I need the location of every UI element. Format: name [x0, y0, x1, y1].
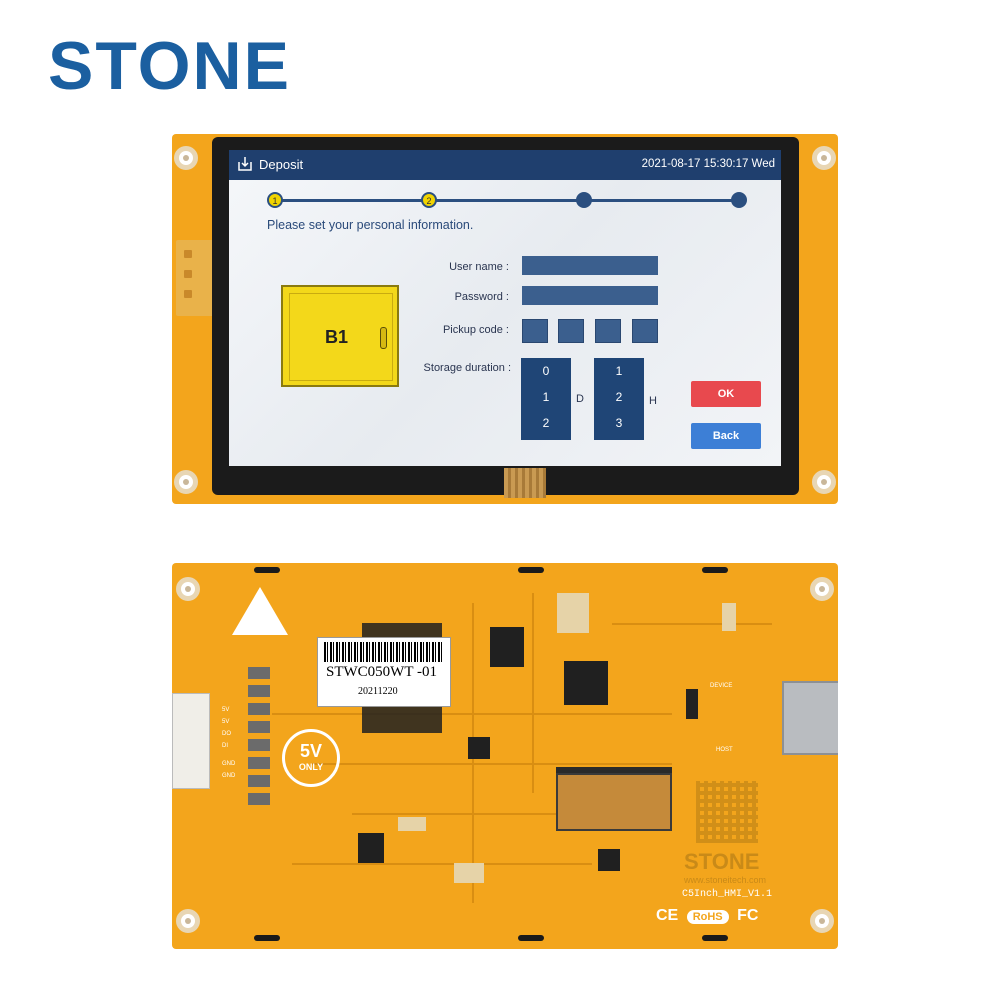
progress-line: [275, 199, 739, 202]
certification-marks: CE RoHS FC: [656, 907, 758, 925]
locker-icon: B1: [281, 285, 399, 387]
step-indicator: 2: [421, 192, 437, 208]
deposit-icon: [238, 157, 252, 171]
password-field[interactable]: [522, 286, 658, 305]
screen-title: Deposit: [259, 157, 304, 172]
screen-header: Deposit 2021-08-17 15:30:17 Wed: [229, 150, 781, 180]
barcode: [324, 642, 444, 662]
storage-duration-label: Storage duration :: [423, 362, 511, 374]
hours-roller[interactable]: 1 2 3: [594, 358, 644, 440]
mount-hole: [174, 470, 198, 494]
pin-label: 5V: [222, 719, 230, 725]
instruction-text: Please set your personal information.: [267, 218, 474, 232]
usb-port: [782, 681, 838, 755]
datetime-display: 2021-08-17 15:30:17 Wed: [641, 158, 775, 170]
roller-option: 0: [542, 364, 550, 378]
voltage-note: ONLY: [298, 762, 324, 772]
pin-label: GND: [222, 761, 236, 767]
esd-warning-icon: [232, 587, 288, 635]
step-indicator: [576, 192, 592, 208]
username-field[interactable]: [522, 256, 658, 275]
fpc-connector: [556, 767, 672, 777]
lcd-flex-cable: [556, 773, 672, 831]
roller-option: 1: [542, 390, 550, 404]
locker-label: B1: [325, 327, 349, 347]
usb-host-label: HOST: [716, 747, 733, 753]
pickup-code-digit-4[interactable]: [632, 319, 658, 343]
silk-url: www.stoneitech.com: [684, 875, 767, 885]
uart-connector: [172, 693, 210, 789]
voltage-badge: 5V ONLY: [282, 729, 340, 787]
password-label: Password :: [454, 291, 509, 303]
mount-hole: [174, 146, 198, 170]
mount-hole: [176, 909, 200, 933]
hmi-screen: Deposit 2021-08-17 15:30:17 Wed 1 2 Plea…: [229, 150, 781, 466]
mount-hole: [812, 146, 836, 170]
pickup-code-digit-1[interactable]: [522, 319, 548, 343]
days-roller[interactable]: 0 1 2: [521, 358, 571, 440]
step-indicator: 1: [267, 192, 283, 208]
ok-button[interactable]: OK: [691, 381, 761, 407]
days-unit: D: [576, 393, 584, 405]
roller-option: 3: [615, 416, 623, 430]
sticker-date: 20211220: [358, 686, 398, 697]
model-sticker: STWC050WT -01 20211220: [317, 637, 451, 707]
pin-label: 5V: [222, 707, 230, 713]
locker-handle: [380, 327, 387, 349]
roller-option: 2: [615, 390, 623, 404]
fc-mark: FC: [737, 907, 759, 924]
rohs-mark: RoHS: [686, 910, 729, 924]
touch-flex-cable: [504, 468, 546, 498]
side-connector-pad: [176, 240, 218, 316]
pickup-code-digit-2[interactable]: [558, 319, 584, 343]
pickup-code-digit-3[interactable]: [595, 319, 621, 343]
mount-hole: [176, 577, 200, 601]
pickup-code-label: Pickup code :: [442, 324, 509, 336]
pin-label: GND: [222, 773, 236, 779]
step-indicator: [731, 192, 747, 208]
silk-brand: STONE: [684, 849, 760, 874]
roller-option: 1: [615, 364, 623, 378]
pin-label: DI: [222, 743, 228, 749]
qr-code: [696, 781, 758, 843]
sticker-model: STWC050WT -01: [326, 664, 437, 680]
hours-unit: H: [649, 395, 657, 407]
mount-hole: [810, 909, 834, 933]
silk-model: C5Inch_HMI_V1.1: [682, 889, 773, 900]
username-label: User name :: [449, 261, 509, 273]
brand-logo: STONE: [48, 28, 292, 104]
pin-label: DO: [222, 731, 231, 737]
back-pcb: 5V 5V DO DI GND GND 5V ONLY STWC050WT -0…: [172, 563, 838, 949]
ce-mark: CE: [656, 907, 679, 924]
back-button[interactable]: Back: [691, 423, 761, 449]
mount-hole: [812, 470, 836, 494]
voltage-value: 5V: [299, 741, 323, 761]
mount-hole: [810, 577, 834, 601]
roller-option: 2: [542, 416, 550, 430]
usb-device-label: DEVICE: [710, 683, 733, 689]
